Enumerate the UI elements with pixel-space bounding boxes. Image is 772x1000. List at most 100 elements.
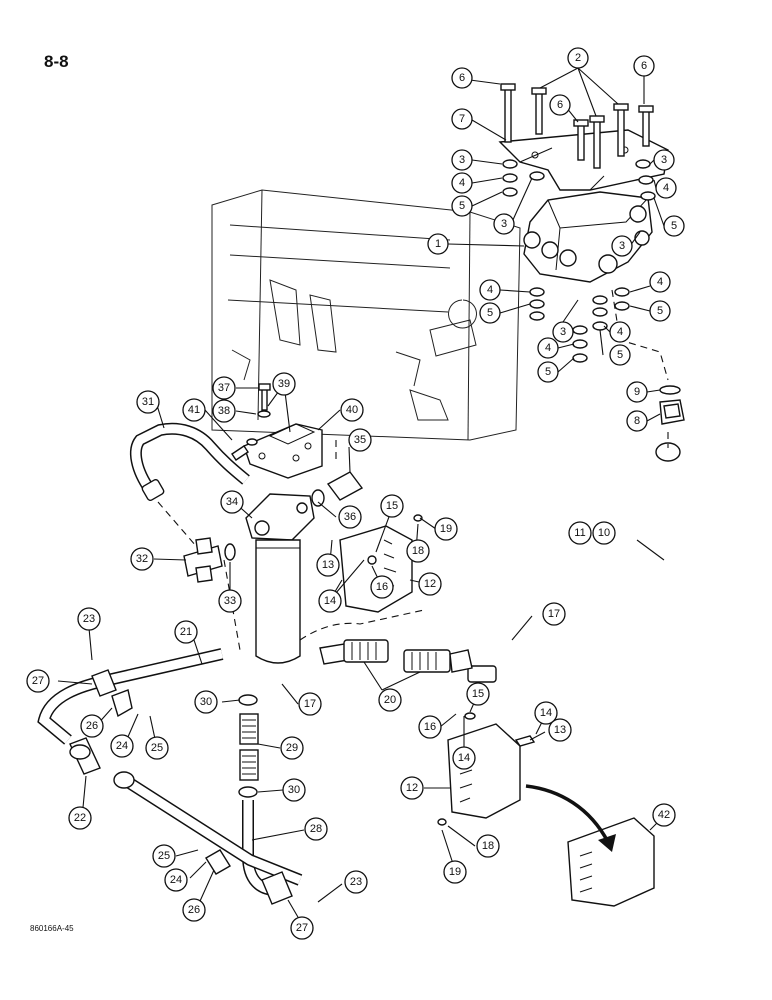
svg-text:25: 25 <box>151 742 163 754</box>
svg-text:15: 15 <box>386 500 398 512</box>
svg-text:28: 28 <box>310 823 322 835</box>
callout-25: 25 <box>152 844 176 868</box>
callout-13: 13 <box>316 553 340 577</box>
callout-33: 33 <box>218 589 242 613</box>
hose-29 <box>238 694 259 798</box>
mounting-bolts <box>500 83 654 169</box>
svg-text:24: 24 <box>116 740 128 752</box>
svg-text:27: 27 <box>32 675 44 687</box>
callout-4: 4 <box>479 279 501 301</box>
svg-text:31: 31 <box>142 396 154 408</box>
svg-text:3: 3 <box>459 154 465 166</box>
callout-28: 28 <box>304 817 328 841</box>
svg-text:16: 16 <box>424 721 436 733</box>
svg-text:19: 19 <box>440 523 452 535</box>
svg-text:3: 3 <box>619 240 625 252</box>
callout-20: 20 <box>378 688 402 712</box>
callout-4: 4 <box>649 271 671 293</box>
direction-arrow <box>525 784 616 852</box>
svg-text:26: 26 <box>188 904 200 916</box>
callout-41: 41 <box>182 398 206 422</box>
callout-5: 5 <box>479 302 501 324</box>
callout-14: 14 <box>452 746 476 770</box>
svg-text:6: 6 <box>641 60 647 72</box>
callout-27: 27 <box>290 916 314 940</box>
svg-text:18: 18 <box>482 840 494 852</box>
callout-2: 2 <box>567 47 589 69</box>
tee-fitting-32 <box>183 537 223 583</box>
callout-27: 27 <box>26 669 50 693</box>
tube-10-11 <box>467 442 681 683</box>
callout-3: 3 <box>451 149 473 171</box>
svg-text:7: 7 <box>459 113 465 125</box>
callout-32: 32 <box>130 547 154 571</box>
svg-text:22: 22 <box>74 812 86 824</box>
svg-text:4: 4 <box>545 342 551 354</box>
callout-12: 12 <box>400 776 424 800</box>
bracket-42 <box>567 817 655 907</box>
callout-42: 42 <box>652 803 676 827</box>
callout-15: 15 <box>380 494 404 518</box>
svg-text:25: 25 <box>158 850 170 862</box>
callout-36: 36 <box>338 505 362 529</box>
callout-18: 18 <box>476 834 500 858</box>
callout-37: 37 <box>212 376 236 400</box>
callout-13: 13 <box>548 718 572 742</box>
svg-text:12: 12 <box>424 578 436 590</box>
callout-4: 4 <box>451 172 473 194</box>
svg-text:40: 40 <box>346 404 358 416</box>
control-valve-body-1 <box>523 191 653 283</box>
svg-text:20: 20 <box>384 694 396 706</box>
svg-text:13: 13 <box>322 559 334 571</box>
svg-text:21: 21 <box>180 626 192 638</box>
svg-text:18: 18 <box>412 545 424 557</box>
svg-text:42: 42 <box>658 809 670 821</box>
tube-21 <box>37 648 224 745</box>
svg-text:16: 16 <box>376 581 388 593</box>
callout-23: 23 <box>344 870 368 894</box>
svg-text:14: 14 <box>458 752 470 764</box>
callout-5: 5 <box>451 195 473 217</box>
callout-40: 40 <box>340 398 364 422</box>
callout-15: 15 <box>466 682 490 706</box>
fitting-8 <box>659 399 685 425</box>
clamp-27-upper <box>91 669 133 718</box>
drawing-reference-code: 860166A-45 <box>30 924 74 933</box>
callout-1: 1 <box>427 233 449 255</box>
callout-24: 24 <box>110 734 134 758</box>
svg-text:23: 23 <box>350 876 362 888</box>
callout-8: 8 <box>626 410 648 432</box>
callout-6: 6 <box>451 67 473 89</box>
filter-head-34 <box>245 493 315 541</box>
callout-24: 24 <box>164 868 188 892</box>
callout-3: 3 <box>653 149 675 171</box>
svg-text:13: 13 <box>554 724 566 736</box>
callout-11: 11 <box>568 521 592 545</box>
callout-29: 29 <box>280 736 304 760</box>
svg-text:5: 5 <box>459 200 465 212</box>
callout-22: 22 <box>68 806 92 830</box>
hydraulic-tank-outline <box>211 189 521 441</box>
callout-26: 26 <box>182 898 206 922</box>
callout-31: 31 <box>136 390 160 414</box>
callout-30: 30 <box>194 690 218 714</box>
svg-text:17: 17 <box>548 608 560 620</box>
tube-31 <box>129 422 250 502</box>
svg-text:24: 24 <box>170 874 182 886</box>
svg-text:5: 5 <box>657 305 663 317</box>
svg-text:3: 3 <box>560 326 566 338</box>
svg-text:4: 4 <box>487 284 493 296</box>
svg-text:36: 36 <box>344 511 356 523</box>
callout-14: 14 <box>534 701 558 725</box>
elbow-fitting-35 <box>311 471 364 507</box>
callout-23: 23 <box>77 607 101 631</box>
svg-text:17: 17 <box>304 698 316 710</box>
callout-30: 30 <box>282 778 306 802</box>
callout-16: 16 <box>418 715 442 739</box>
svg-text:3: 3 <box>501 218 507 230</box>
svg-text:2: 2 <box>575 52 581 64</box>
svg-text:26: 26 <box>86 720 98 732</box>
svg-text:4: 4 <box>663 182 669 194</box>
svg-text:30: 30 <box>288 784 300 796</box>
